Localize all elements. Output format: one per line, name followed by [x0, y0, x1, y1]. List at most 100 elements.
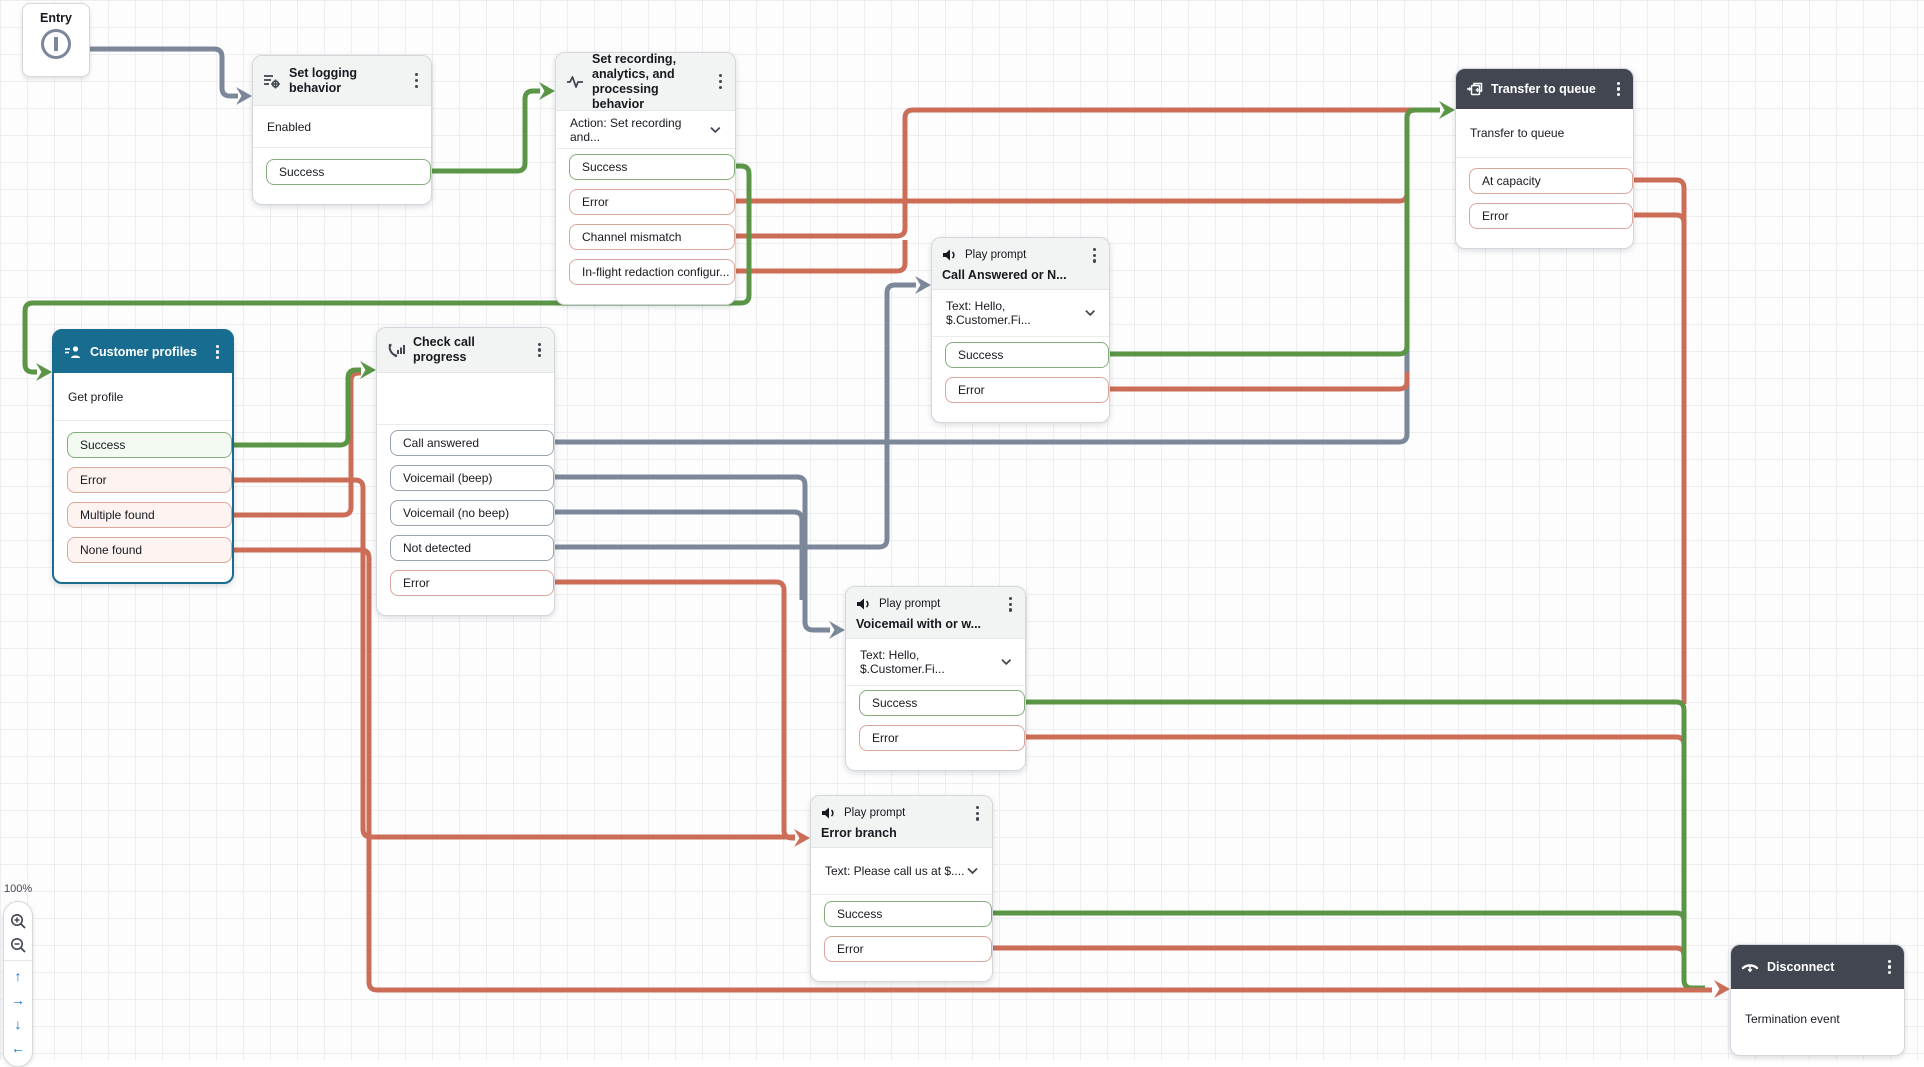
chevron-down-icon[interactable] [1000, 658, 1011, 666]
customer-profiles-icon [65, 346, 80, 358]
port-pill[interactable]: None found [67, 537, 232, 563]
port-pill[interactable]: Success [824, 901, 992, 927]
edge-set-recording-inflight-to-transfer [736, 240, 908, 274]
prompt-text-selector[interactable]: Text: Please call us at $.... [811, 848, 992, 895]
zoom-level-label: 100% [4, 883, 33, 895]
kebab-menu-icon[interactable] [1006, 594, 1015, 615]
pan-down-button[interactable]: ↓ [14, 1016, 22, 1032]
port-pill[interactable]: Error [859, 725, 1025, 751]
kebab-menu-icon[interactable] [1614, 79, 1623, 100]
pan-left-button[interactable]: ← [11, 1040, 25, 1056]
node-kind-label: Play prompt [844, 807, 906, 820]
edge-entry-to-set-logging [78, 46, 238, 99]
node-play-prompt-voicemail[interactable]: Play prompt Voicemail with or w... Text:… [845, 586, 1026, 771]
node-header: Set logging behavior [253, 56, 431, 106]
port-pill[interactable]: Error [1469, 203, 1633, 229]
port-pill[interactable]: Error [569, 189, 735, 215]
action-selector[interactable]: Action: Set recording and... [556, 111, 735, 149]
kebab-menu-icon[interactable] [535, 340, 544, 361]
node-set-logging-behavior[interactable]: Set logging behavior Enabled Success [252, 55, 432, 205]
zoom-out-button[interactable] [4, 933, 32, 957]
port-pill[interactable]: Call answered [390, 430, 554, 456]
transfer-queue-icon [1467, 82, 1483, 96]
edge-set-logging-success-to-set-recording [432, 88, 540, 174]
port-pill[interactable]: Error [390, 570, 554, 596]
edge-play1-error-to-transfer [1110, 372, 1410, 392]
prompt-text-selector[interactable]: Text: Hello, $.Customer.Fi... [932, 290, 1109, 337]
port-pill[interactable]: At capacity [1469, 168, 1633, 194]
port-pill[interactable]: Error [945, 377, 1109, 403]
node-play-prompt-call-answered[interactable]: Play prompt Call Answered or N... Text: … [931, 237, 1110, 423]
kebab-menu-icon[interactable] [412, 70, 421, 91]
edge-arrowhead-check-call-error-to-error-branch [794, 829, 810, 847]
chevron-down-icon[interactable] [1084, 309, 1095, 317]
prompt-text-selector[interactable]: Text: Hello, $.Customer.Fi... [846, 639, 1025, 686]
node-header: Transfer to queue [1456, 69, 1633, 109]
zoom-out-icon [10, 937, 26, 953]
pan-up-button[interactable]: ↑ [14, 968, 22, 984]
node-header: Play prompt Call Answered or N... [932, 238, 1109, 290]
edge-call-answered-to-transfer [555, 116, 1410, 445]
node-body: Transfer to queue [1456, 109, 1633, 158]
edge-arrowhead-play1-success-to-transfer [1439, 101, 1455, 119]
kebab-menu-icon[interactable] [1090, 245, 1099, 266]
kebab-menu-icon[interactable] [213, 342, 222, 363]
edge-cp-none-found-to-disconnect [234, 547, 1712, 993]
port-pill[interactable]: Success [945, 342, 1109, 368]
port-pill[interactable]: In-flight redaction configur... [569, 259, 735, 285]
port-pill[interactable]: Success [266, 159, 431, 185]
node-header: Play prompt Error branch [811, 796, 992, 848]
entry-node[interactable]: Entry [22, 3, 90, 77]
node-header: Disconnect [1731, 945, 1904, 989]
port-pill[interactable]: Success [67, 432, 232, 458]
node-body-text: Enabled [267, 119, 312, 134]
speaker-icon [857, 598, 869, 610]
node-play-prompt-error-branch[interactable]: Play prompt Error branch Text: Please ca… [810, 795, 993, 982]
speaker-icon [822, 807, 834, 819]
port-pill[interactable]: Channel mismatch [569, 224, 735, 250]
edge-play1-success-to-transfer [1110, 107, 1440, 357]
node-body: Enabled [253, 106, 431, 148]
node-title: Transfer to queue [1491, 81, 1596, 96]
action-text: Action: Set recording and... [570, 115, 682, 144]
port-pill[interactable]: Not detected [390, 535, 554, 561]
edge-arrowhead-set-logging-success-to-set-recording [539, 82, 555, 100]
port-pill[interactable]: Error [824, 936, 992, 962]
port-pill[interactable]: Multiple found [67, 502, 232, 528]
edge-check-call-error-to-error-branch [555, 579, 795, 841]
node-transfer-to-queue[interactable]: Transfer to queue Transfer to queue At c… [1455, 68, 1634, 249]
port-pill[interactable]: Voicemail (beep) [390, 465, 554, 491]
pan-right-button[interactable]: → [11, 992, 25, 1008]
node-disconnect[interactable]: Disconnect Termination event [1730, 944, 1905, 1056]
port-pill[interactable]: Voicemail (no beep) [390, 500, 554, 526]
edge-error-branch-error-to-disconnect [993, 945, 1687, 975]
chevron-down-icon[interactable] [710, 126, 721, 134]
zoom-in-button[interactable] [4, 909, 32, 933]
entry-port-icon[interactable] [39, 27, 73, 61]
speaker-icon [943, 249, 955, 261]
edge-arrowhead-cp-success-to-check-call [360, 361, 376, 379]
prompt-text: Text: Hello, $.Customer.Fi... [946, 299, 1031, 327]
node-title: Set logging behavior [289, 65, 358, 95]
node-title: Voicemail with or w... [856, 616, 982, 631]
node-header: Set recording, analytics, and processing… [556, 52, 735, 111]
port-pill[interactable]: Error [67, 467, 232, 493]
port-pill[interactable]: Success [859, 690, 1025, 716]
edge-arrowhead-voicemail-beep-to-play2 [829, 621, 845, 639]
port-pill[interactable]: Success [569, 154, 735, 180]
chevron-down-icon[interactable] [967, 867, 978, 875]
prompt-text: Text: Hello, $.Customer.Fi... [860, 648, 945, 676]
edge-not-detected-to-play1 [555, 282, 916, 550]
edge-voicemail-beep-to-play2 [555, 474, 830, 633]
toolbar-divider [4, 960, 32, 961]
zoom-in-icon [10, 913, 26, 929]
kebab-menu-icon[interactable] [973, 803, 982, 824]
node-set-recording-behavior[interactable]: Set recording, analytics, and processing… [555, 52, 736, 305]
kebab-menu-icon[interactable] [716, 71, 725, 92]
edge-arrowhead-not-detected-to-play1 [915, 276, 931, 294]
edge-cp-multiple-found-to-check-call [234, 370, 362, 518]
kebab-menu-icon[interactable] [1885, 957, 1894, 978]
